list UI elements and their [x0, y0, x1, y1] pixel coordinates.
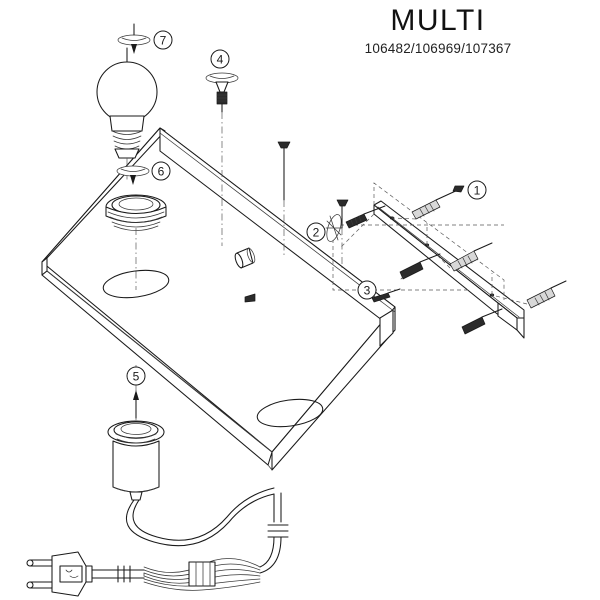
screw-vertical-mid — [336, 199, 349, 268]
construction-lines — [332, 182, 505, 300]
callout-1-label: 1 — [474, 184, 481, 198]
wall-plug-mid — [449, 242, 493, 272]
main-bracket — [41, 127, 396, 471]
callout-3-label: 3 — [364, 284, 371, 298]
screw-vertical-right — [277, 141, 291, 258]
light-bulb — [96, 47, 158, 159]
arrow-5 — [133, 390, 139, 400]
callout-5[interactable]: 5 — [126, 366, 146, 386]
callout-4-parts — [205, 72, 239, 113]
callout-6-label: 6 — [158, 165, 165, 179]
screw-callout-3 — [371, 288, 401, 303]
wall-plug-1 — [411, 185, 465, 220]
callout-2[interactable]: 2 — [306, 222, 326, 242]
leader-mid — [426, 244, 451, 269]
screw-bottom — [461, 308, 503, 335]
callout-2-parts — [325, 205, 386, 242]
callout-7[interactable]: 7 — [153, 30, 173, 50]
spacer-bush — [234, 247, 256, 269]
upper-lamp-socket — [105, 165, 167, 231]
callout-4-label: 4 — [217, 53, 224, 67]
wall-plug-low — [526, 280, 567, 309]
alignment-tab — [244, 293, 256, 303]
callout-2-label: 2 — [313, 226, 320, 240]
callout-1[interactable]: 1 — [467, 180, 487, 200]
callout-bubbles[interactable]: 1 2 3 4 5 6 7 — [126, 30, 487, 386]
screw-mid-left — [399, 253, 441, 280]
callout-7-label: 7 — [160, 34, 167, 48]
cable-tie — [188, 561, 216, 587]
power-plug — [26, 551, 93, 597]
mounting-rail — [373, 200, 525, 339]
callout-6[interactable]: 6 — [151, 161, 171, 181]
callout-5-label: 5 — [133, 370, 140, 384]
lower-lamp-socket — [107, 420, 165, 501]
leader-low — [491, 294, 528, 305]
retaining-ring-7 — [117, 23, 151, 54]
power-cord — [26, 487, 289, 597]
callout-4[interactable]: 4 — [210, 49, 230, 69]
callout-3[interactable]: 3 — [357, 280, 377, 300]
